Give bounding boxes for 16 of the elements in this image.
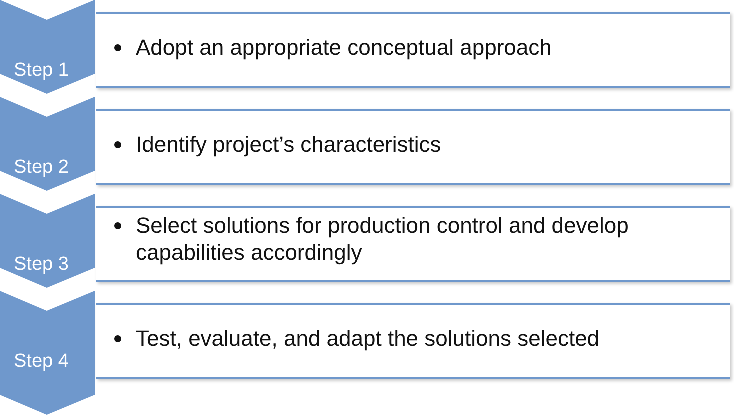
step-description: Adopt an appropriate conceptual approach [136,34,553,61]
step-text-box [96,206,730,282]
step-label: Step 1 [14,60,69,82]
step-text-box [96,12,730,88]
step-label: Step 4 [14,351,69,373]
step-text-box [96,303,730,379]
step-description: Identify project’s characteristics [136,131,442,158]
step-description: Select solutions for production control and develop capabilities accordingly [136,212,630,266]
step-tab [0,291,95,415]
step-label: Step 3 [14,254,69,276]
step-tab [0,194,95,288]
step-tab [0,97,95,191]
step-description: Test, evaluate, and adapt the solutions selected [136,325,601,352]
step-tab [0,0,95,94]
step-label: Step 2 [14,157,69,179]
step-text-box [96,109,730,185]
